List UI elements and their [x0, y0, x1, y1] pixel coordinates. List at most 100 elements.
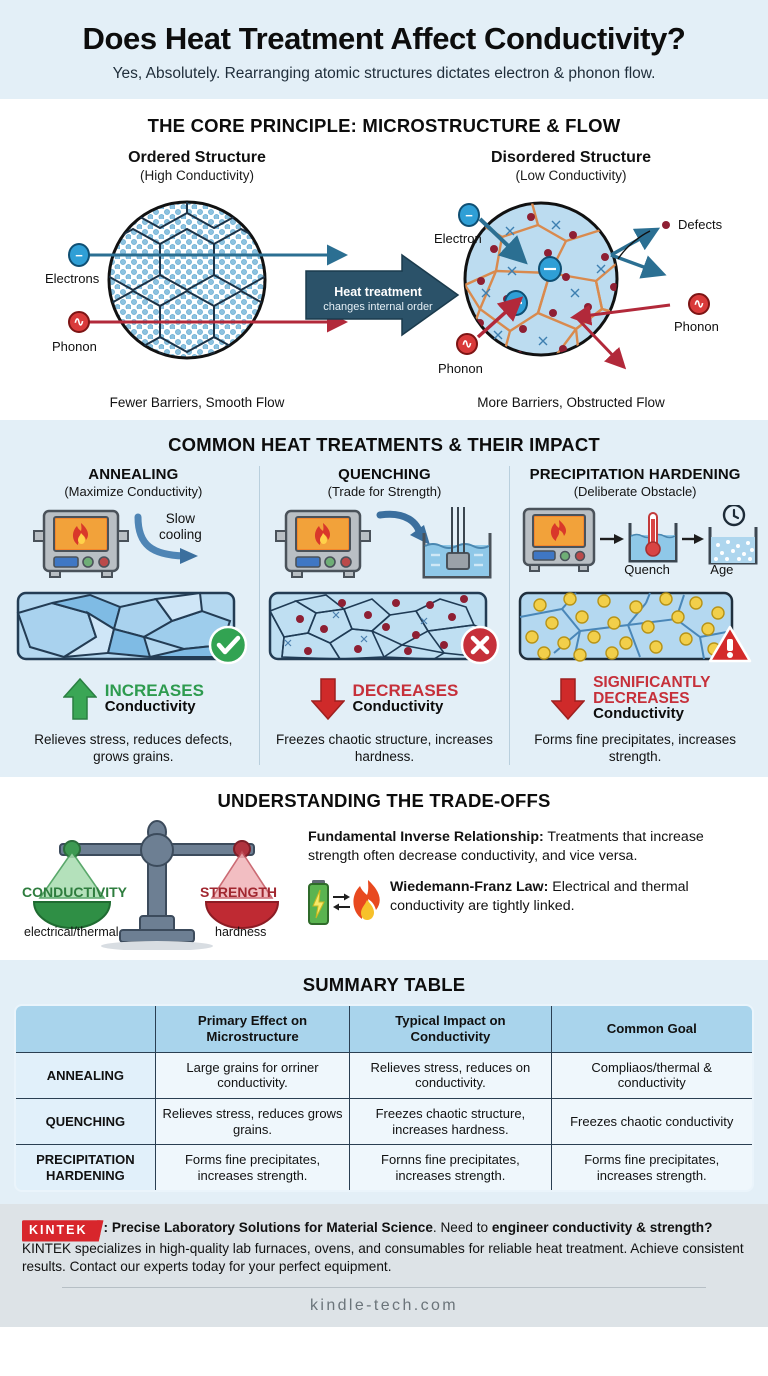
disordered-caption: More Barriers, Obstructed Flow	[477, 395, 665, 411]
precipitation-grain-illustration	[518, 591, 752, 665]
tradeoff-point-2-bold: Wiedemann-Franz Law:	[390, 878, 549, 895]
ordered-microstructure-icon	[107, 200, 267, 360]
tradeoff-point-1-bold: Fundamental Inverse Relationship:	[308, 829, 544, 846]
footer-divider	[62, 1287, 706, 1289]
precipitation-grain-svg	[519, 591, 752, 663]
precipitation-name: PRECIPITATION HARDENING	[529, 466, 741, 484]
up-arrow-icon	[62, 677, 97, 720]
annealing-process-line2: cooling	[159, 526, 202, 542]
scale-left-label: CONDUCTIVITY	[22, 884, 127, 901]
step-arrow-1-icon	[600, 534, 625, 545]
quench-bath-icon	[628, 512, 678, 563]
treatment-card-annealing: ANNEALING (Maximize Conductivity)	[8, 466, 259, 765]
quenching-grain-svg	[268, 591, 499, 665]
annealing-common-goal: Compliaos/thermal & conductivity	[550, 1051, 752, 1099]
precipitation-primary-effect: Forms fine precipitates, increases stren…	[154, 1144, 351, 1191]
page-header: Does Heat Treatment Affect Conductivity?…	[0, 0, 768, 100]
table-row: QUENCHING Relieves stress, reduces grows…	[16, 1097, 752, 1146]
treatment-card-precipitation-hardening: PRECIPITATION HARDENING (Deliberate Obst…	[509, 466, 760, 766]
furnace-icon	[33, 509, 129, 579]
annealing-process-svg	[33, 509, 198, 579]
scale-right-sublabel: hardness	[215, 925, 267, 940]
summary-section: SUMMARY TABLE Primary Effect on Microstr…	[0, 960, 768, 1205]
warning-badge-icon	[709, 625, 752, 663]
footer-section: KINTEK: Precise Laboratory Solutions for…	[0, 1204, 768, 1328]
tradeoff-point-2-wrap: Wiedemann-Franz Law: Electrical and ther…	[308, 878, 756, 926]
cross-badge-icon	[460, 625, 499, 665]
quenching-name: QUENCHING	[338, 466, 431, 484]
quenching-primary-effect: Relieves stress, reduces grows grains.	[154, 1097, 351, 1146]
footer-website: kindle-tech.com	[309, 1297, 459, 1315]
wiedemann-franz-icons	[308, 878, 382, 926]
furnace-icon	[523, 507, 596, 573]
quenching-verdict-sub: Conductivity	[352, 698, 444, 716]
ordered-structure-column: Ordered Structure (High Conductivity)	[10, 149, 384, 183]
summary-table: Primary Effect on Microstructure Typical…	[14, 1004, 754, 1193]
electron-label-right: Electron	[434, 231, 482, 247]
annealing-description: Relieves stress, reduces defects, grows …	[34, 732, 233, 764]
quenching-verdict-text: DECREASES Conductivity	[353, 682, 459, 716]
scale-right-label: STRENGTH	[200, 884, 277, 901]
footer-bold-lead: : Precise Laboratory Solutions for Mater…	[103, 1220, 433, 1236]
tradeoff-point-2-text: Electrical and thermal conductivity are …	[390, 878, 689, 914]
annealing-verdict: INCREASES Conductivity	[16, 675, 251, 723]
battery-flame-exchange-svg	[308, 879, 380, 925]
precipitation-step1-label: Quench	[624, 562, 670, 578]
phonon-particle-left: ∿	[68, 311, 90, 334]
precipitation-typical-impact: Fornns fine precipitates, increases stre…	[349, 1144, 552, 1191]
core-diagram-svg	[70, 200, 671, 370]
table-header-typical-impact: Typical Impact on Conductivity	[349, 1006, 552, 1053]
core-principle-section: THE CORE PRINCIPLE: MICROSTRUCTURE & FLO…	[0, 99, 768, 421]
ordered-heading: Ordered Structure	[128, 149, 266, 167]
table-header-row: Primary Effect on Microstructure Typical…	[16, 1006, 752, 1053]
phonon-label-right-outer: Phonon	[674, 319, 719, 335]
down-arrow-icon	[310, 678, 345, 721]
step-arrow-2-icon	[682, 534, 705, 545]
precipitation-subtitle: (Deliberate Obstacle)	[573, 484, 697, 500]
treatments-section: COMMON HEAT TREATMENTS & THEIR IMPACT AN…	[0, 420, 768, 778]
quenching-common-goal: Freezes chaotic conductivity	[550, 1097, 752, 1146]
table-row: PRECIPITATION HARDENING Forms fine preci…	[16, 1144, 752, 1191]
treatments-section-title: COMMON HEAT TREATMENTS & THEIR IMPACT	[168, 434, 600, 456]
row-label-quenching: QUENCHING	[16, 1097, 156, 1146]
precipitation-verdict-text: SIGNIFICANTLY DECREASES Conductivity	[593, 675, 719, 723]
battery-icon	[308, 879, 329, 925]
core-diagram-stage: − Electrons ∿ Phonon Heat treatment chan…	[10, 189, 758, 389]
precipitation-description: Forms fine precipitates, increases stren…	[534, 732, 737, 764]
quenching-typical-impact: Freezes chaotic structure, increases har…	[349, 1097, 552, 1146]
table-header-common-goal: Common Goal	[550, 1006, 752, 1053]
ordered-caption: Fewer Barriers, Smooth Flow	[109, 395, 285, 411]
scale-left-sublabel: electrical/thermal	[24, 925, 119, 940]
annealing-process-illustration: Slow cooling	[16, 505, 251, 587]
quenching-verdict: DECREASES Conductivity	[268, 675, 502, 723]
treatments-row: ANNEALING (Maximize Conductivity)	[8, 466, 760, 766]
phonon-label-right-lower: Phonon	[438, 361, 483, 377]
precipitation-verdict: SIGNIFICANTLY DECREASES Conductivity	[518, 675, 752, 723]
footer-text: KINTEK: Precise Laboratory Solutions for…	[22, 1218, 746, 1277]
annealing-grain-illustration	[16, 591, 251, 665]
footer-text-2: KINTEK specializes in high-quality lab f…	[22, 1240, 744, 1275]
heat-arrow-line2: changes internal order	[323, 301, 433, 314]
furnace-icon	[274, 509, 371, 579]
disordered-heading: Disordered Structure	[490, 149, 652, 167]
disordered-subheading: (Low Conductivity)	[515, 168, 627, 184]
precipitation-process-svg	[523, 503, 758, 573]
annealing-process-line1: Slow	[165, 511, 196, 527]
tradeoff-point-2: Wiedemann-Franz Law: Electrical and ther…	[390, 878, 756, 916]
table-header-primary-effect: Primary Effect on Microstructure	[154, 1006, 351, 1053]
summary-table-body: ANNEALING Large grains for orriner condu…	[16, 1051, 752, 1191]
summary-table-head: Primary Effect on Microstructure Typical…	[16, 1006, 752, 1053]
disordered-structure-column: Disordered Structure (Low Conductivity)	[384, 149, 758, 183]
disordered-caption-wrap: More Barriers, Obstructed Flow	[384, 391, 758, 410]
footer-bold-cta: engineer conductivity & strength?	[491, 1220, 713, 1236]
balance-scale-illustration: CONDUCTIVITY electrical/thermal STRENGTH…	[12, 820, 302, 952]
quenching-process-svg	[274, 507, 492, 579]
annealing-typical-impact: Relieves stress, reduces on conductivity…	[349, 1051, 552, 1099]
precipitation-common-goal: Forms fine precipitates, increases stren…	[550, 1144, 752, 1191]
tradeoff-point-1-text: Treatments that increase strength often …	[308, 829, 704, 864]
table-header-blank	[16, 1006, 156, 1053]
kintek-logo: KINTEK	[22, 1220, 104, 1242]
annealing-process-label: Slow cooling	[159, 511, 202, 542]
summary-section-title: SUMMARY TABLE	[302, 974, 466, 996]
balance-scale-svg	[32, 820, 280, 952]
